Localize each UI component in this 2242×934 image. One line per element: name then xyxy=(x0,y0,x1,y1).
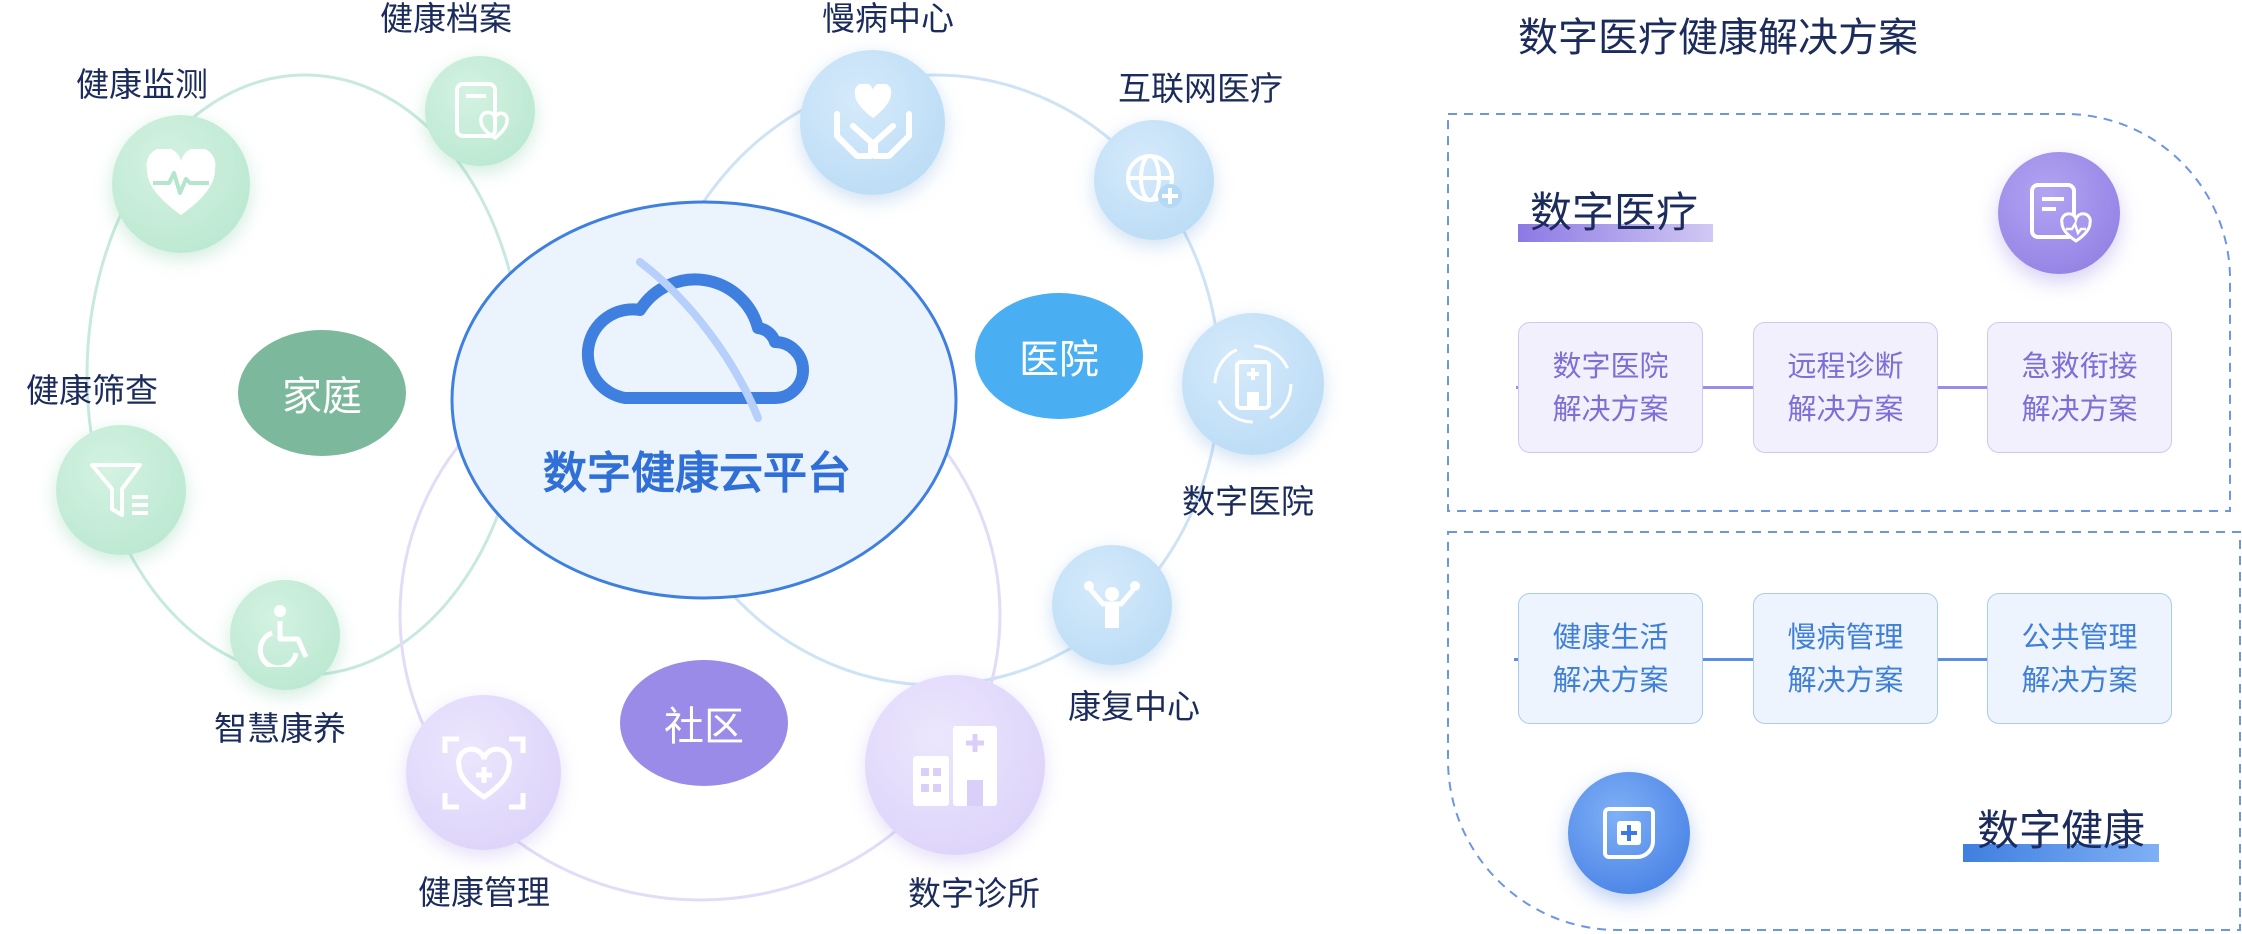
health-screening-label: 健康筛查 xyxy=(26,371,158,410)
medical-connector-2 xyxy=(1936,386,1988,389)
health-monitoring-label: 健康监测 xyxy=(76,65,208,104)
health-connector-2 xyxy=(1936,658,1988,661)
digital-medical-badge xyxy=(1998,152,2120,274)
smart-wellness-label: 智慧康养 xyxy=(214,709,346,748)
box-line1: 远程诊断 xyxy=(1787,348,1904,383)
box-line1: 健康生活 xyxy=(1552,619,1669,654)
zone-home[interactable]: 家庭 xyxy=(238,330,406,456)
hospital-building-icon xyxy=(1213,344,1293,424)
health-connector-1 xyxy=(1701,658,1753,661)
rehab-center-node[interactable] xyxy=(1052,545,1172,665)
health-records-node[interactable] xyxy=(425,56,535,166)
zone-hospital[interactable]: 医院 xyxy=(975,293,1143,419)
cloud-icon xyxy=(581,258,809,422)
dumbbell-person-icon xyxy=(1084,581,1140,628)
hands-heart-icon xyxy=(833,83,912,159)
internet-medical-label: 互联网医疗 xyxy=(1118,69,1283,108)
clinic-building-icon xyxy=(913,726,997,806)
center-title: 数字健康云平台 xyxy=(543,448,851,499)
digital-medical-frame xyxy=(1447,113,2231,512)
digital-medical-underline xyxy=(1518,224,1713,242)
chronic-management-solution[interactable]: 慢病管理 解决方案 xyxy=(1753,593,1938,724)
digital-clinic-node[interactable] xyxy=(865,675,1045,855)
box-line2: 解决方案 xyxy=(1787,391,1904,426)
filter-icon xyxy=(90,463,148,517)
medical-record-icon xyxy=(2030,183,2092,243)
box-line2: 解决方案 xyxy=(2021,391,2138,426)
medical-connector-1 xyxy=(1701,386,1753,389)
internet-medical-node[interactable] xyxy=(1094,120,1214,240)
digital-health-badge xyxy=(1568,772,1690,894)
healthy-living-solution[interactable]: 健康生活 解决方案 xyxy=(1518,593,1703,724)
zone-community[interactable]: 社区 xyxy=(620,660,788,786)
digital-clinic-label: 数字诊所 xyxy=(908,874,1040,913)
solutions-title: 数字医疗健康解决方案 xyxy=(1518,15,1918,61)
digital-hospital-solution[interactable]: 数字医院 解决方案 xyxy=(1518,322,1703,453)
medical-kit-icon xyxy=(1603,807,1655,859)
emergency-link-solution[interactable]: 急救衔接 解决方案 xyxy=(1987,322,2172,453)
health-screening-node[interactable] xyxy=(56,425,186,555)
document-heart-icon xyxy=(455,82,509,141)
globe-plus-icon xyxy=(1126,154,1182,208)
smart-wellness-node[interactable] xyxy=(230,580,340,690)
health-management-node[interactable] xyxy=(406,695,561,850)
box-line1: 数字医院 xyxy=(1552,348,1669,383)
box-line2: 解决方案 xyxy=(1787,662,1904,697)
box-line1: 公共管理 xyxy=(2021,619,2138,654)
health-management-label: 健康管理 xyxy=(418,873,550,912)
remote-diagnosis-solution[interactable]: 远程诊断 解决方案 xyxy=(1753,322,1938,453)
heart-scan-icon xyxy=(442,736,525,809)
box-line2: 解决方案 xyxy=(1552,391,1669,426)
digital-hospital-label: 数字医院 xyxy=(1182,482,1314,521)
box-line1: 慢病管理 xyxy=(1787,619,1904,654)
chronic-center-node[interactable] xyxy=(800,50,945,195)
chronic-center-label: 慢病中心 xyxy=(822,0,954,38)
digital-health-heading: 数字健康 xyxy=(1977,806,2146,855)
digital-hospital-node[interactable] xyxy=(1182,313,1324,455)
rehab-center-label: 康复中心 xyxy=(1068,687,1200,726)
wheelchair-icon xyxy=(257,605,309,667)
box-line1: 急救衔接 xyxy=(2021,348,2138,383)
box-line2: 解决方案 xyxy=(2021,662,2138,697)
digital-health-underline xyxy=(1963,844,2159,862)
health-records-label: 健康档案 xyxy=(380,0,512,38)
box-line2: 解决方案 xyxy=(1552,662,1669,697)
solution-frames xyxy=(1447,113,2241,931)
digital-medical-heading: 数字医疗 xyxy=(1530,188,1699,237)
health-monitoring-node[interactable] xyxy=(112,115,250,253)
heart-pulse-icon xyxy=(146,149,216,215)
digital-health-frame xyxy=(1447,531,2241,931)
public-management-solution[interactable]: 公共管理 解决方案 xyxy=(1987,593,2172,724)
